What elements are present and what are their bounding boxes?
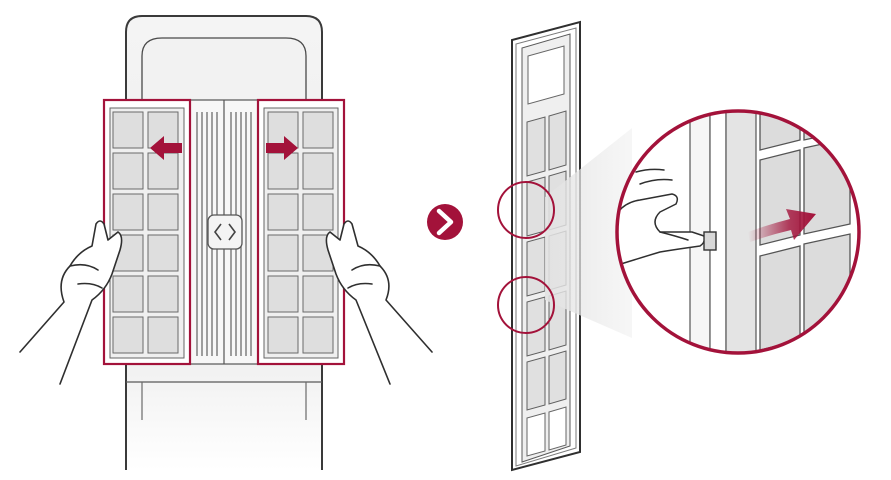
clip-highlight-lower: [497, 276, 555, 334]
next-step-chevron-icon: [427, 204, 463, 240]
release-arrow-icon: [748, 209, 816, 242]
clip-highlight-upper: [497, 181, 555, 239]
zoom-hand-icon: [617, 168, 706, 269]
left-hand-icon: [19, 220, 123, 385]
zoom-detail: [615, 109, 861, 355]
arrow-left-icon: [150, 136, 182, 160]
zoom-beam: [545, 128, 632, 338]
right-hand-icon: [325, 220, 433, 385]
filter-clip-tab: [703, 231, 717, 251]
arrow-right-icon: [266, 136, 298, 160]
center-grille: [189, 99, 259, 365]
